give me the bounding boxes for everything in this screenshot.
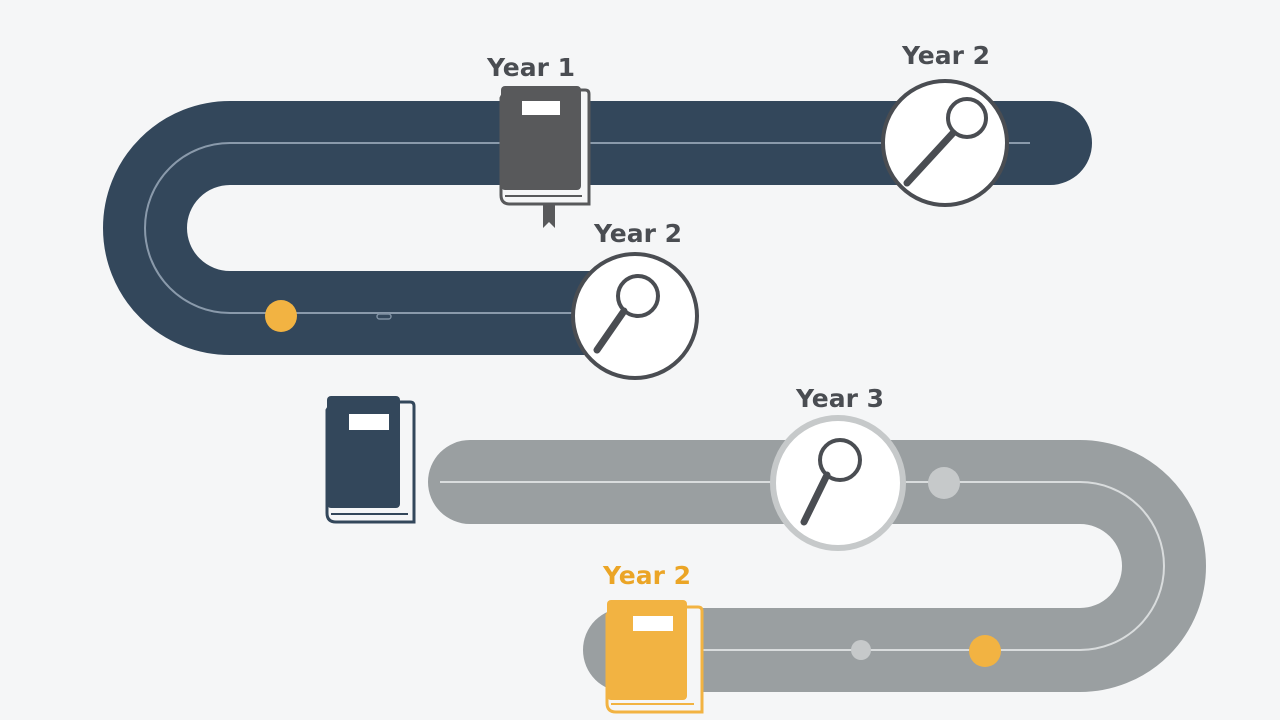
- road-marker-orange-bottom: [969, 635, 1001, 667]
- magnifier-icon: [571, 252, 699, 380]
- road-marker-small: [376, 313, 392, 320]
- magnifier-icon: [881, 79, 1009, 207]
- magnifier-icon: [770, 415, 906, 551]
- road-marker-orange-top: [265, 300, 297, 332]
- gray-road-centerline: [440, 481, 1165, 651]
- book-icon: [325, 396, 416, 524]
- road-marker-gray-small: [851, 640, 871, 660]
- label-year-2-middle: Year 2: [593, 219, 683, 248]
- gray-road: [428, 440, 1206, 692]
- label-year-2-bottom: Year 2: [602, 561, 692, 590]
- road-marker-gray-right: [928, 467, 960, 499]
- navy-road-centerline: [144, 142, 1030, 314]
- label-year-2-top-right: Year 2: [901, 41, 991, 70]
- label-year-1-top: Year 1: [486, 53, 576, 82]
- book-icon: [605, 600, 704, 714]
- book-icon: [499, 86, 591, 228]
- navy-road: [103, 101, 1092, 355]
- label-year-3: Year 3: [795, 384, 885, 413]
